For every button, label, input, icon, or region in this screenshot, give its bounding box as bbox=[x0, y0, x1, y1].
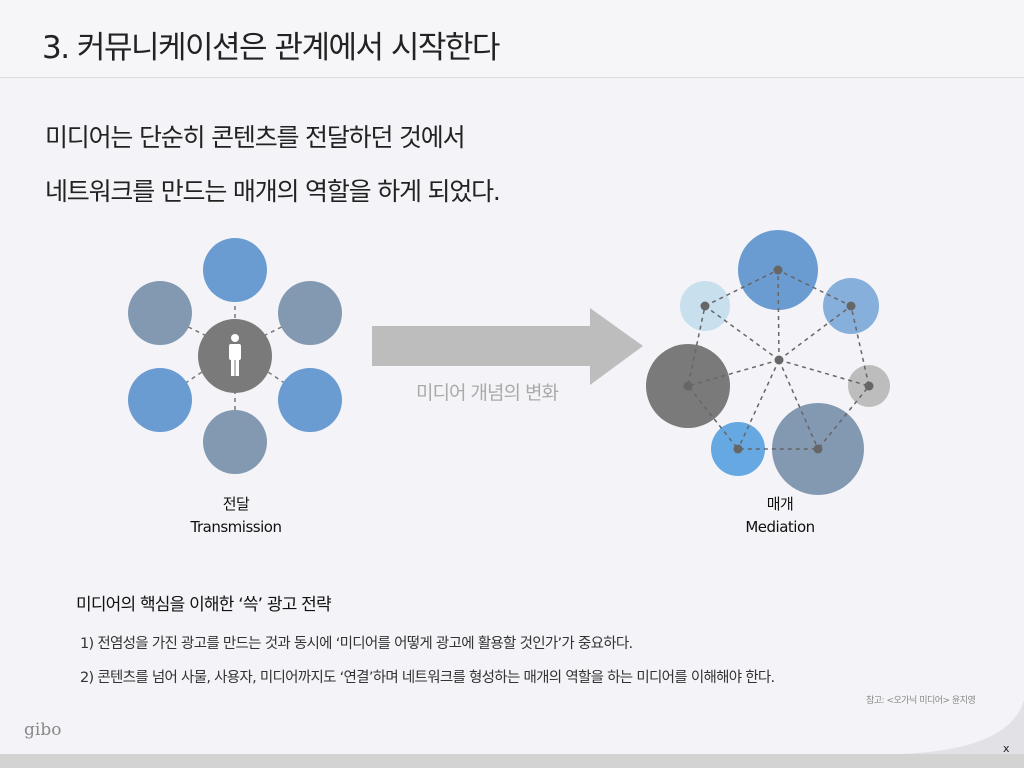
lead-line-2: 네트워크를 만드는 매개의 역할을 하게 되었다. bbox=[45, 177, 501, 206]
node-circle bbox=[128, 281, 192, 345]
media-concept-diagram bbox=[128, 230, 890, 495]
node-circle bbox=[278, 368, 342, 432]
section-heading: 미디어의 핵심을 이해한 ‘쓱’ 광고 전략 bbox=[76, 595, 332, 615]
transmission-label-en: Transmission bbox=[190, 518, 282, 536]
corner-curve bbox=[900, 700, 1024, 760]
mediation-label-ko: 매개 bbox=[766, 495, 794, 513]
node-circle bbox=[278, 281, 342, 345]
node-circle bbox=[203, 410, 267, 474]
header: 3. 커뮤니케이션은 관계에서 시작한다 bbox=[0, 0, 1024, 78]
gibo-logo: gibo bbox=[24, 720, 62, 740]
person-icon bbox=[229, 334, 241, 376]
node-circle bbox=[203, 238, 267, 302]
list-item: 1) 전염성을 가진 광고를 만드는 것과 동시에 ‘미디어를 어떻게 광고에 … bbox=[80, 636, 633, 652]
transmission-label-ko: 전달 bbox=[222, 495, 250, 513]
transmission-diagram bbox=[128, 238, 342, 474]
reference-note: 참고: <오가닉 미디어> 윤지영 bbox=[866, 696, 976, 706]
footer-bar bbox=[0, 754, 1024, 768]
node-circle bbox=[128, 368, 192, 432]
lead-line-1: 미디어는 단순히 콘텐츠를 전달하던 것에서 bbox=[45, 123, 466, 152]
mediation-label-en: Mediation bbox=[745, 518, 815, 536]
list-item: 2) 콘텐츠를 넘어 사물, 사용자, 미디어까지도 ‘연결’하며 네트워크를 … bbox=[80, 670, 775, 686]
mediation-diagram bbox=[646, 230, 890, 495]
page-title: 3. 커뮤니케이션은 관계에서 시작한다 bbox=[42, 30, 500, 66]
arrow-label: 미디어 개념의 변화 bbox=[416, 382, 559, 404]
arrow-icon bbox=[372, 308, 643, 385]
close-button[interactable]: x bbox=[1003, 742, 1010, 755]
